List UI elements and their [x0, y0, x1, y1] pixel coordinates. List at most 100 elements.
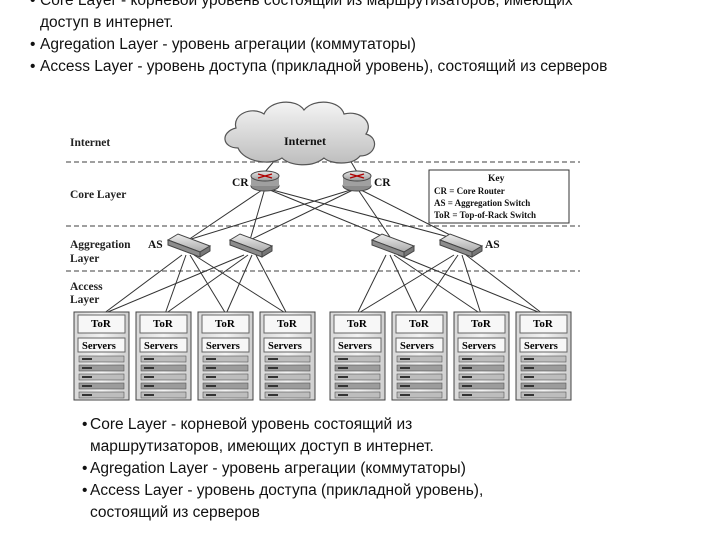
switch-label: AS: [485, 239, 500, 251]
server-unit: [78, 355, 125, 363]
bottom-bullet-access-continuation: состоящий из серверов: [86, 502, 646, 524]
rack-servers-label: Servers: [462, 341, 496, 352]
internet-cloud: Internet: [224, 101, 376, 166]
server-rack: ToR Servers: [515, 311, 572, 401]
server-unit: [202, 382, 249, 390]
bottom-bullet-access-text: Access Layer - уровень доступа (прикладн…: [90, 482, 484, 499]
server-racks: ToR Servers ToR Servers ToR Servers ToR Servers…: [73, 311, 572, 401]
server-unit: [334, 373, 381, 381]
top-bullet-list: • Core Layer - корневой уровень состоящий…: [0, 0, 720, 78]
layer-separators: [66, 161, 580, 272]
layer-label-core: Core Layer: [70, 189, 126, 201]
server-unit: [202, 391, 249, 399]
server-unit: [520, 355, 567, 363]
top-bullet-access-text: Access Layer - уровень доступа (прикладн…: [40, 58, 608, 75]
cloud-label: Internet: [284, 134, 326, 148]
link-cr2-as1: [187, 187, 358, 241]
server-unit: [334, 391, 381, 399]
server-unit: [334, 382, 381, 390]
router-arrows-icon: [349, 173, 365, 179]
server-unit: [140, 391, 187, 399]
server-unit: [520, 373, 567, 381]
server-unit: [78, 382, 125, 390]
rack-servers-label: Servers: [268, 341, 302, 352]
bottom-bullet-aggregation: •Agregation Layer - уровень агрегации (к…: [82, 458, 646, 480]
server-unit: [458, 355, 505, 363]
link-cr2-as2: [249, 187, 358, 241]
bullet-glyph: •: [82, 460, 88, 477]
server-unit: [520, 382, 567, 390]
aggregation-switch-4: AS: [438, 233, 500, 258]
server-unit: [264, 355, 311, 363]
top-bullet-access: •Access Layer - уровень доступа (приклад…: [0, 56, 720, 78]
rack-servers-label: Servers: [82, 341, 116, 352]
bullet-glyph: •: [30, 58, 36, 75]
server-unit: [396, 355, 443, 363]
server-rack: ToR Servers: [73, 311, 130, 401]
server-unit: [202, 373, 249, 381]
bottom-bullet-core-continuation: маршрутизаторов, имеющих доступ в интерн…: [86, 436, 646, 458]
server-unit: [458, 373, 505, 381]
layer-label-access-2: Layer: [70, 294, 99, 306]
switch-label: AS: [148, 239, 163, 251]
legend-key: Key CR = Core Router AS = Aggregation Sw…: [428, 169, 570, 224]
rack-tor-label: ToR: [215, 318, 236, 330]
link-cr1-as4: [264, 187, 461, 241]
legend-title: Key: [488, 174, 505, 184]
core-router-1: CR: [232, 170, 280, 192]
router-label: CR: [232, 177, 249, 189]
server-unit: [396, 391, 443, 399]
rack-tor-label: ToR: [471, 318, 492, 330]
link-cr1-as2: [249, 187, 266, 241]
bullet-glyph: •: [30, 36, 36, 53]
server-unit: [334, 355, 381, 363]
legend-cr: CR = Core Router: [434, 186, 505, 196]
server-unit: [78, 373, 125, 381]
server-unit: [140, 355, 187, 363]
rack-tor-label: ToR: [533, 318, 554, 330]
server-unit: [140, 382, 187, 390]
server-unit: [140, 364, 187, 372]
layer-label-aggregation-1: Aggregation: [70, 239, 131, 251]
server-unit: [78, 391, 125, 399]
core-router-2: CR: [342, 170, 391, 192]
rack-servers-label: Servers: [144, 341, 178, 352]
rack-tor-label: ToR: [153, 318, 174, 330]
top-bullet-core-text: Core Layer - корневой уровень состоящий …: [40, 0, 573, 9]
aggregation-switch-3: [370, 233, 416, 258]
rack-servers-label: Servers: [524, 341, 558, 352]
server-unit: [458, 391, 505, 399]
bottom-bullet-aggregation-text: Agregation Layer - уровень агрегации (ко…: [90, 460, 466, 477]
legend-tor: ToR = Top-of-Rack Switch: [434, 210, 536, 220]
server-unit: [202, 355, 249, 363]
layer-label-aggregation-2: Layer: [70, 253, 99, 265]
bottom-bullet-access: •Access Layer - уровень доступа (приклад…: [82, 480, 646, 502]
bullet-glyph: •: [82, 482, 88, 499]
rack-tor-label: ToR: [409, 318, 430, 330]
bottom-bullet-core-text: Core Layer - корневой уровень состоящий …: [90, 416, 413, 433]
bottom-bullet-access-cont-text: состоящий из серверов: [90, 504, 260, 521]
server-rack: ToR Servers: [329, 311, 386, 401]
rack-servers-label: Servers: [338, 341, 372, 352]
router-label: CR: [374, 177, 391, 189]
rack-tor-label: ToR: [347, 318, 368, 330]
top-bullet-core-cont-text: доступ в интернет.: [40, 14, 174, 31]
server-rack: ToR Servers: [135, 311, 192, 401]
top-bullet-aggregation-text: Agregation Layer - уровень агрегации (ко…: [40, 36, 416, 53]
rack-tor-label: ToR: [91, 318, 112, 330]
aggregation-switch-1: AS: [148, 233, 212, 258]
bottom-bullet-list: • Core Layer - корневой уровень состоящий…: [82, 414, 646, 524]
router-arrows-icon: [257, 173, 273, 179]
link-cr1-as1: [187, 187, 266, 241]
link-cr1-as3: [264, 187, 393, 241]
server-unit: [458, 382, 505, 390]
server-unit: [264, 382, 311, 390]
bottom-bullet-core-cont-text: маршрутизаторов, имеющих доступ в интерн…: [90, 438, 434, 455]
server-unit: [264, 364, 311, 372]
aggregation-switch-2: [228, 233, 274, 258]
server-unit: [202, 364, 249, 372]
network-links: [102, 159, 544, 315]
server-unit: [140, 373, 187, 381]
server-unit: [78, 364, 125, 372]
